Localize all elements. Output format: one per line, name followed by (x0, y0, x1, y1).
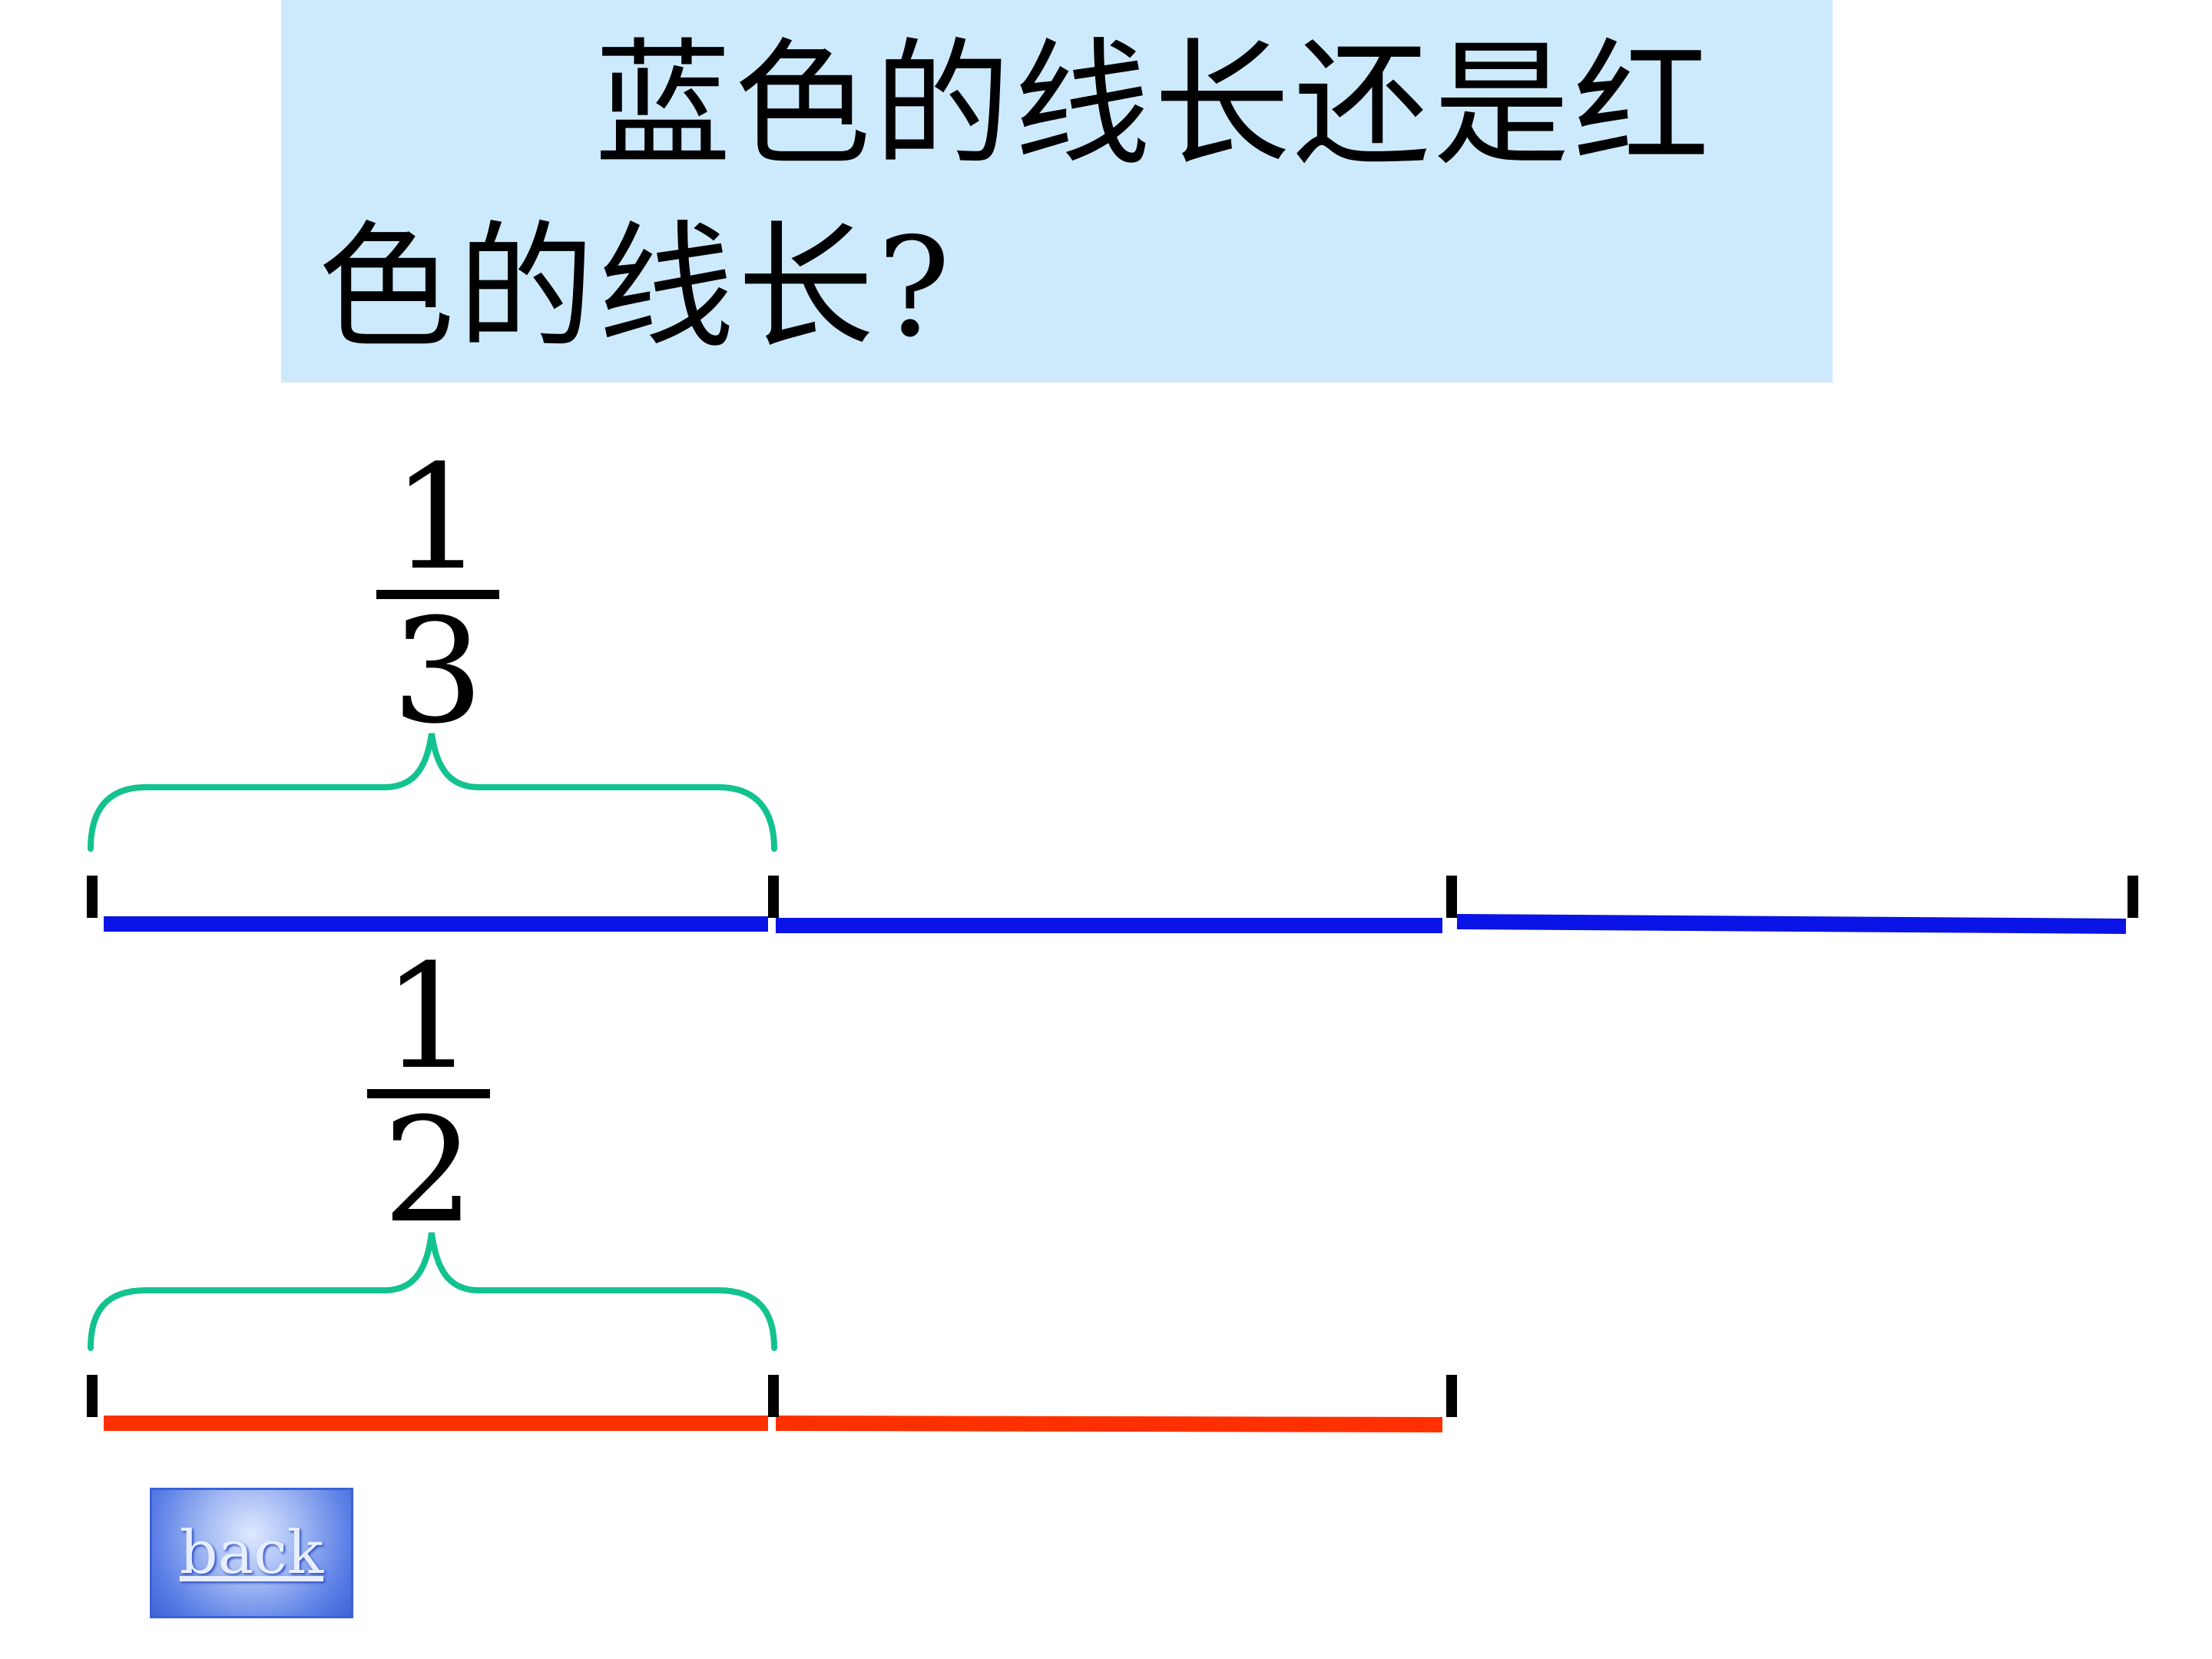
blue-line-segment-3 (1456, 914, 2127, 934)
fraction-one-third: 1 3 (353, 434, 522, 756)
question-box: 蓝色的线长还是红色的线长? (281, 0, 1833, 382)
back-button-label: back (179, 1518, 324, 1588)
fraction-numerator: 1 (382, 933, 475, 1101)
fraction-denominator: 2 (382, 1087, 475, 1255)
fraction-one-half: 1 2 (344, 933, 513, 1255)
red-brace (88, 1232, 777, 1351)
blue-brace (88, 733, 777, 852)
red-line-segment-2 (775, 1416, 1443, 1432)
fraction-denominator: 3 (392, 588, 484, 756)
back-button[interactable]: back (150, 1488, 353, 1618)
fraction-bar (367, 1089, 490, 1098)
fraction-bar (376, 590, 499, 599)
fraction-numerator: 1 (392, 434, 484, 602)
question-text: 蓝色的线长还是红色的线长? (318, 25, 1713, 367)
